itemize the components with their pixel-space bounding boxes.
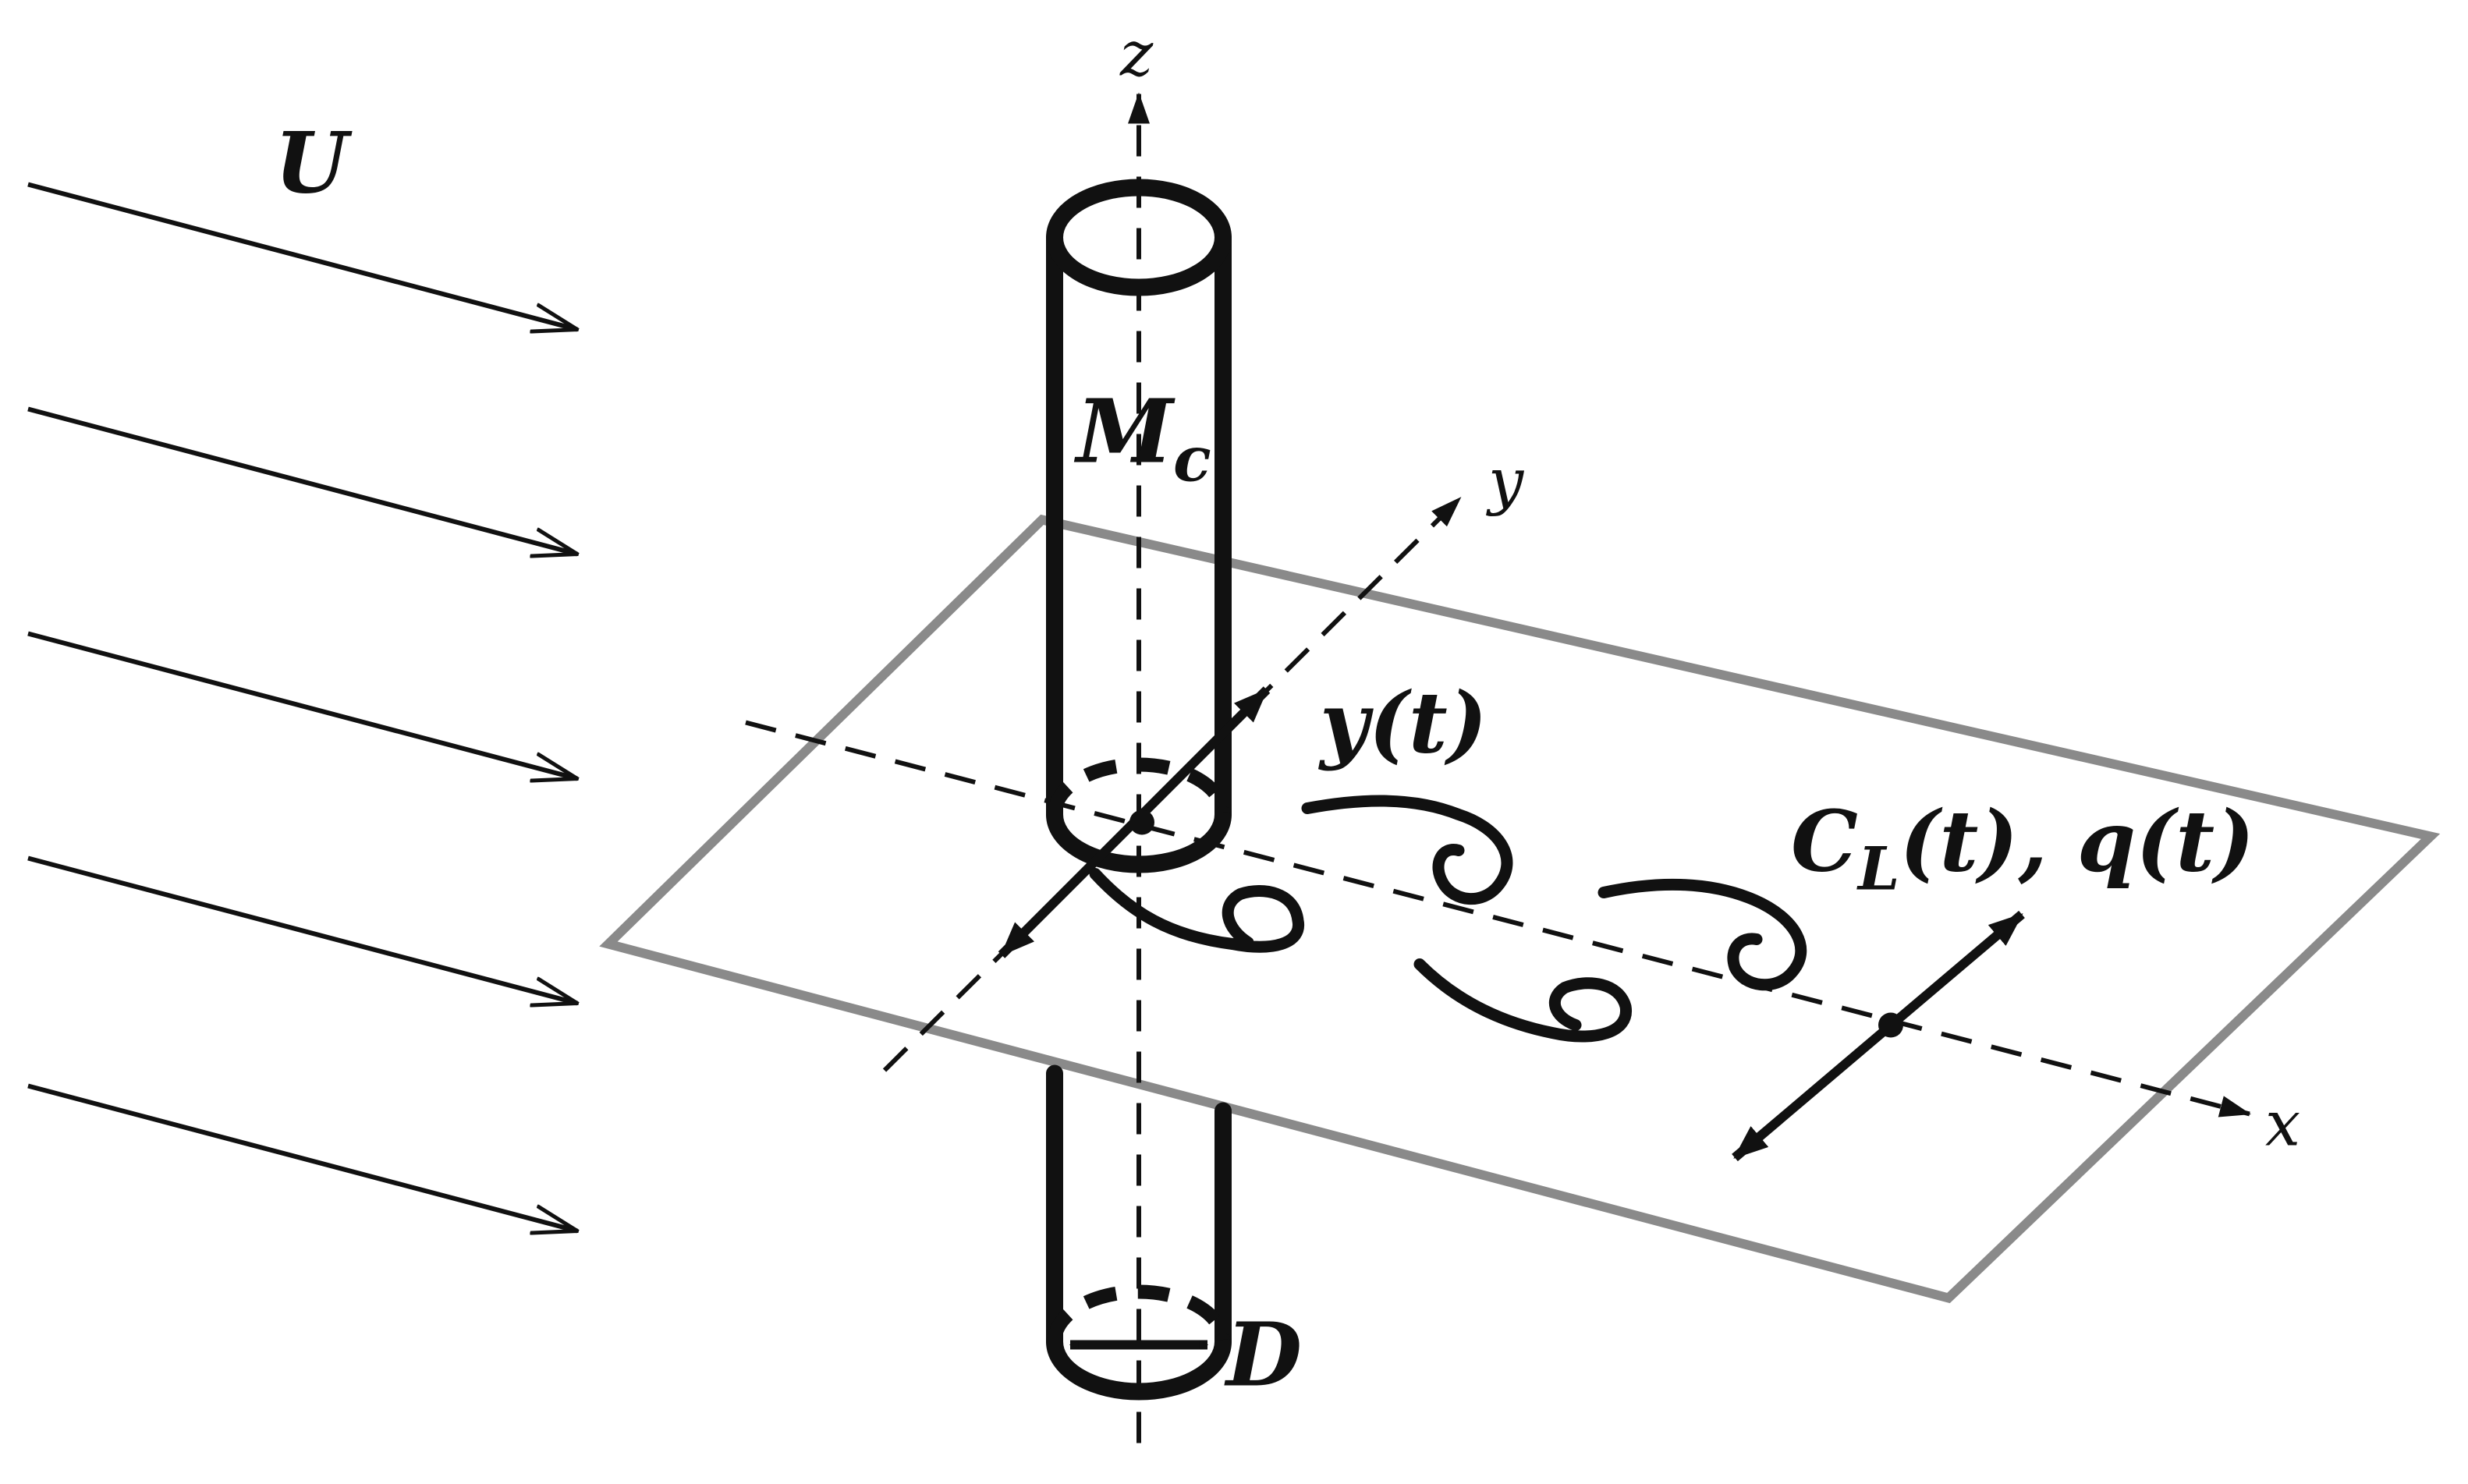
flow-arrow [27, 1083, 577, 1231]
flow-velocity-label: U [275, 115, 353, 213]
y-axis-label: y [1486, 445, 1525, 518]
vortex [1597, 878, 1807, 991]
flow-arrow [27, 855, 577, 1004]
vortex [1413, 958, 1632, 1043]
cylinder-mass-label: Mc [1073, 381, 1211, 496]
cylinder-center-point [1129, 809, 1154, 835]
flow-arrow [27, 406, 577, 554]
lift-arrow [1732, 910, 2025, 1162]
mass-symbol: M [1073, 381, 1175, 483]
z-axis-label: z [1119, 18, 1154, 90]
vortex [1301, 795, 1513, 905]
vortex [1089, 868, 1305, 953]
horizontal-plane [599, 514, 2441, 1304]
lift-symbol: C [1791, 793, 1858, 891]
lift-coefficient-label: CL(t), q(t) [1791, 793, 2254, 904]
displacement-label: y(t) [1318, 675, 1488, 773]
wake-point [1878, 1012, 1903, 1038]
flow-arrows [27, 182, 577, 1231]
mass-subscript: c [1173, 423, 1211, 496]
x-axis-label: x [2265, 1088, 2300, 1160]
cylinder-lower [1046, 1064, 1232, 1401]
vortex-street [1089, 795, 1807, 1043]
flow-arrow [27, 182, 577, 330]
diameter-label: D [1224, 1305, 1302, 1407]
lift-subscript: L [1856, 834, 1899, 904]
y-axis [882, 496, 1463, 1072]
lift-arguments: (t), q(t) [1899, 793, 2254, 891]
flow-arrow [27, 631, 577, 779]
